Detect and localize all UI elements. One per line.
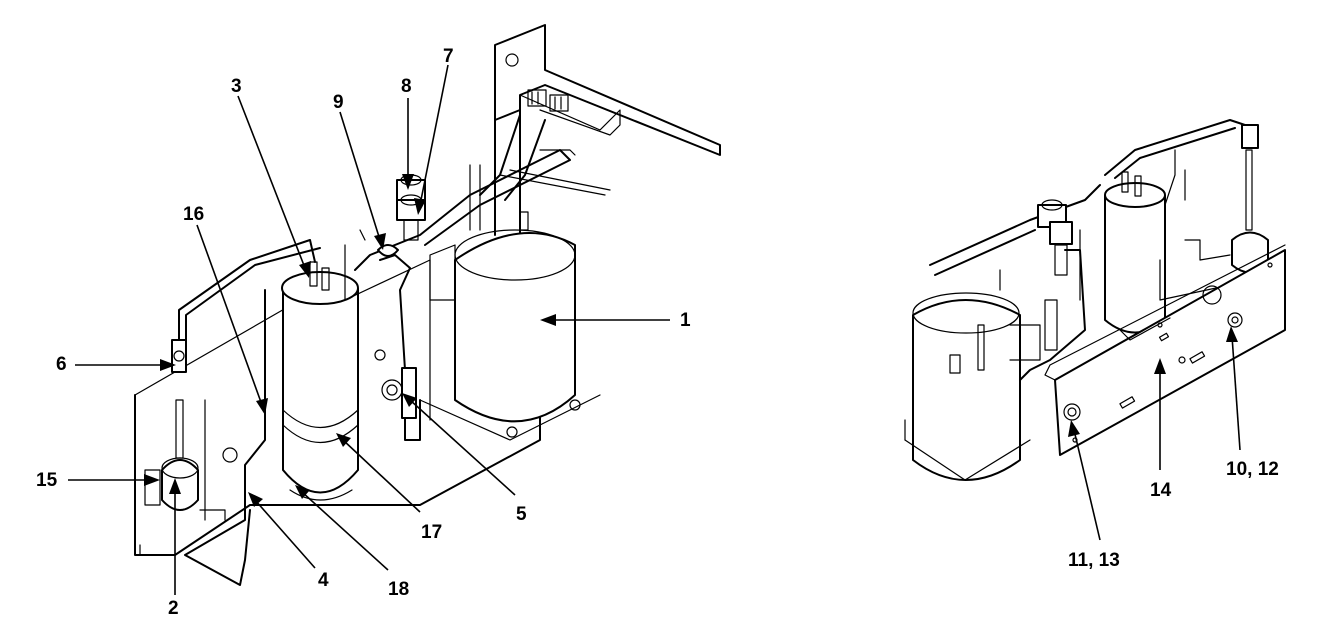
- filter-drier: [144, 399, 199, 511]
- callouts: 1 2 3 4 5 6: [36, 46, 1279, 619]
- svg-text:14: 14: [1150, 480, 1172, 501]
- callout-2: 2: [168, 478, 181, 619]
- callout-4: 4: [248, 492, 329, 591]
- callout-9: 9: [333, 92, 386, 250]
- callout-10-12: 10, 12: [1226, 326, 1279, 480]
- electrical-panel: [1044, 244, 1286, 456]
- compressor: [419, 211, 601, 441]
- filter-drier-right: [1231, 124, 1269, 274]
- mounting-bracket: [494, 24, 721, 156]
- base-plate: [134, 394, 541, 556]
- svg-text:5: 5: [516, 504, 527, 525]
- callout-3: 3: [231, 76, 311, 278]
- right-assembly-view: [904, 119, 1286, 481]
- sight-glass: [171, 339, 187, 373]
- compressor-right: [904, 292, 1041, 481]
- svg-text:4: 4: [318, 570, 329, 591]
- refrigerant-piping-right: [1104, 119, 1246, 179]
- callout-17: 17: [336, 433, 442, 543]
- svg-text:17: 17: [421, 522, 442, 543]
- svg-text:15: 15: [36, 470, 58, 491]
- callout-14: 14: [1150, 358, 1172, 501]
- sight-port: [374, 349, 417, 419]
- callout-8: 8: [401, 76, 414, 190]
- svg-text:3: 3: [231, 76, 242, 97]
- valve-assembly-right: [1037, 199, 1073, 351]
- svg-text:7: 7: [443, 46, 454, 67]
- svg-text:9: 9: [333, 92, 344, 113]
- svg-text:6: 6: [56, 354, 67, 375]
- callout-6: 6: [56, 354, 176, 375]
- callout-7: 7: [414, 46, 454, 215]
- svg-text:2: 2: [168, 598, 179, 619]
- accumulator-right: [1104, 171, 1166, 334]
- callout-11-13: 11, 13: [1068, 420, 1120, 571]
- terminal-block: [527, 89, 569, 112]
- callout-15: 15: [36, 470, 160, 491]
- left-assembly-view: [134, 24, 721, 586]
- callout-18: 18: [295, 485, 409, 600]
- svg-text:1: 1: [680, 310, 691, 331]
- callout-16: 16: [183, 204, 268, 415]
- svg-text:11, 13: 11, 13: [1068, 550, 1120, 571]
- svg-text:10, 12: 10, 12: [1226, 459, 1279, 480]
- callout-1: 1: [540, 310, 691, 331]
- valve-assembly: [377, 174, 426, 257]
- svg-text:8: 8: [401, 76, 412, 97]
- accumulator: [281, 261, 359, 501]
- svg-text:16: 16: [183, 204, 204, 225]
- callout-5: 5: [402, 393, 527, 525]
- svg-text:18: 18: [388, 579, 409, 600]
